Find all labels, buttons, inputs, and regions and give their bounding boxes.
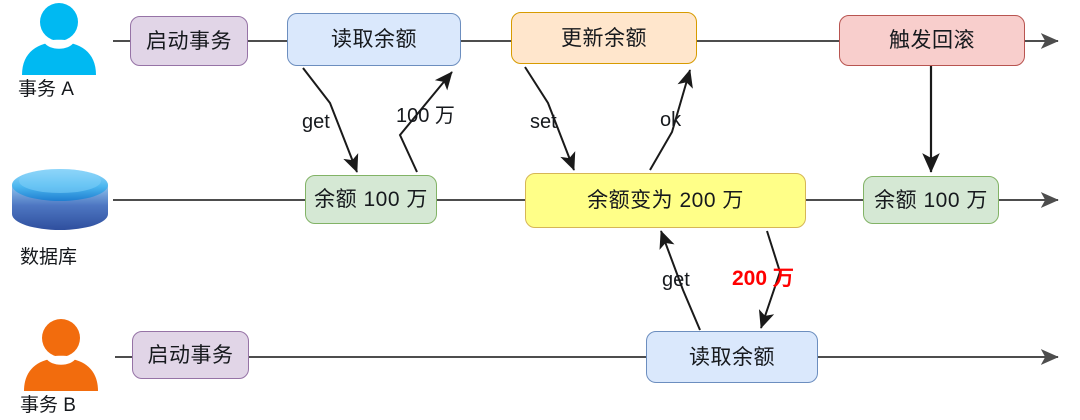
node-transaction-a-begin[interactable]: 启动事务 xyxy=(130,16,248,66)
edge-label-get-a: get xyxy=(302,111,330,133)
arrow-get-a xyxy=(302,67,359,173)
arrow-set xyxy=(524,66,576,171)
node-transaction-a-read-balance[interactable]: 读取余额 xyxy=(287,13,461,66)
database-icon xyxy=(12,169,108,230)
node-db-balance-100-after[interactable]: 余额 100 万 xyxy=(863,176,999,224)
arrow-value-a xyxy=(398,71,453,173)
lane-label-b: 事务 B xyxy=(20,395,76,416)
arrow-ok xyxy=(649,69,693,171)
edge-label-value-b-dirty-read: 200 万 xyxy=(732,267,794,290)
arrow-value-b xyxy=(758,230,782,329)
edge-label-ok: ok xyxy=(660,109,682,131)
node-db-balance-100-before[interactable]: 余额 100 万 xyxy=(305,175,437,224)
lane-label-a: 事务 A xyxy=(18,79,74,100)
edge-label-get-b: get xyxy=(662,269,690,291)
node-transaction-b-read-balance[interactable]: 读取余额 xyxy=(646,331,818,383)
node-db-balance-changed-200[interactable]: 余额变为 200 万 xyxy=(525,173,806,228)
user-icon xyxy=(24,319,98,391)
node-transaction-b-begin[interactable]: 启动事务 xyxy=(132,331,249,379)
arrow-get-b xyxy=(659,230,701,331)
node-transaction-a-update-balance[interactable]: 更新余额 xyxy=(511,12,697,64)
node-transaction-a-rollback[interactable]: 触发回滚 xyxy=(839,15,1025,66)
message-arrows xyxy=(302,66,940,331)
edge-label-set: set xyxy=(530,111,557,133)
user-icon xyxy=(22,3,96,75)
lane-label-db: 数据库 xyxy=(20,247,78,268)
edge-label-value-a: 100 万 xyxy=(396,105,455,127)
